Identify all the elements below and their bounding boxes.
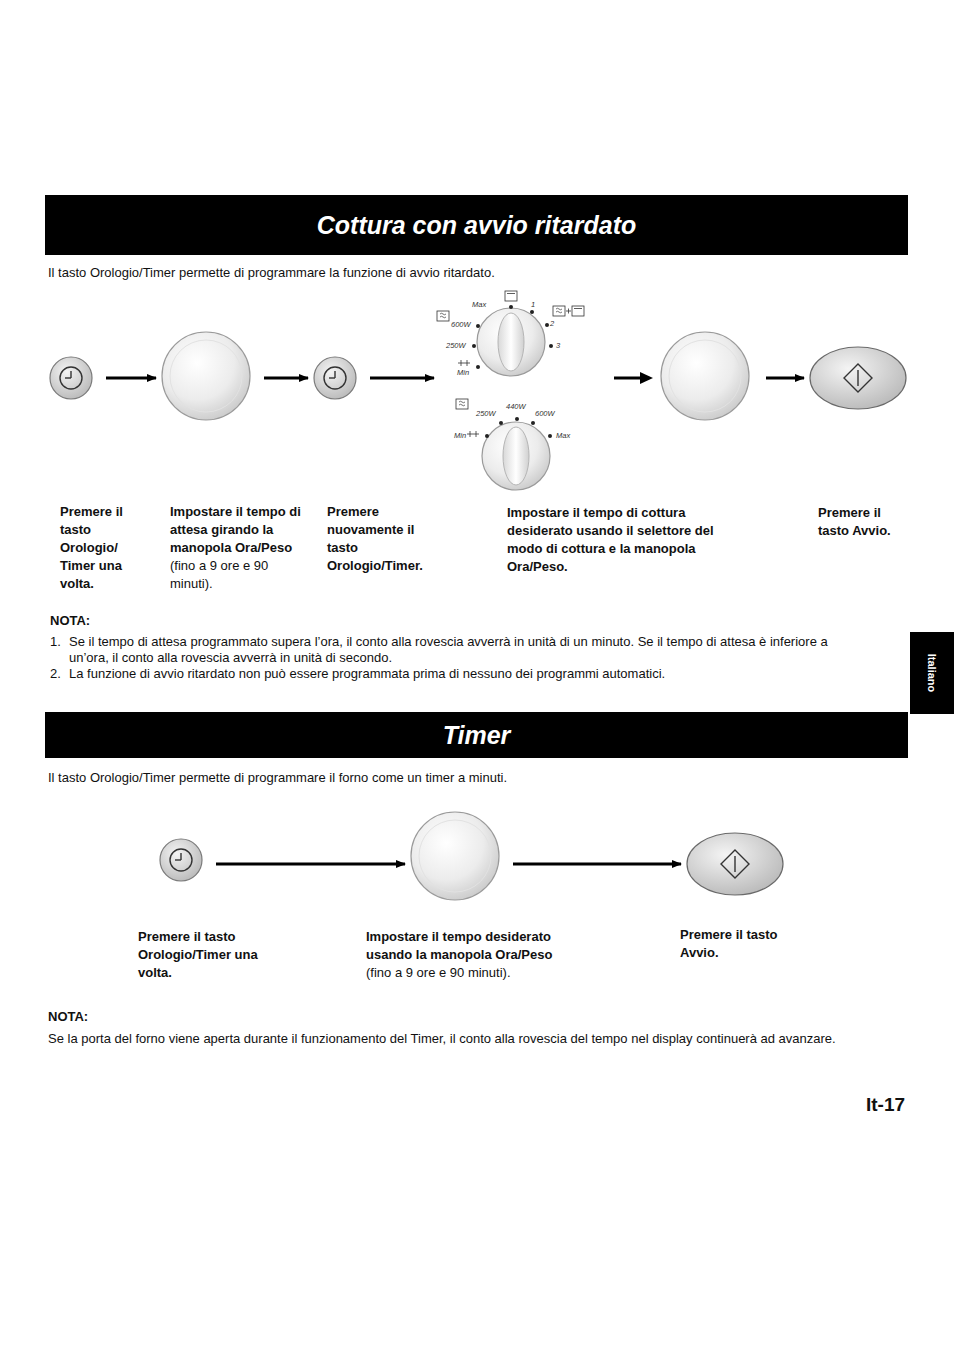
step-caption-block: Premere il tasto Avvio. [818, 504, 910, 540]
language-label: Italiano [926, 654, 938, 693]
dial-mark: 1 [531, 300, 535, 309]
step-caption: Premere il tasto Avvio. [680, 926, 800, 962]
title-band: Timer [45, 712, 908, 758]
dial-mark: 3 [556, 341, 560, 350]
step-caption: Impostare il tempo di attesa girando la … [170, 503, 312, 557]
step-arrow [216, 863, 405, 866]
body-text: Se il tempo di attesa programmato supera… [69, 634, 869, 666]
step-caption: Impostare il tempo di cottura desiderato… [507, 504, 725, 576]
step-control: Premere il tasto Orologio/Timer una volt… [160, 839, 202, 881]
dial-mark: Max [556, 431, 570, 440]
step-arrow [766, 377, 804, 380]
step-control: Impostare il tempo desiderato usando la … [411, 812, 499, 900]
note-heading: NOTA: [50, 613, 90, 629]
section-title: Cottura con avvio ritardato [317, 211, 637, 240]
dial-mark: Max [472, 300, 486, 309]
step-control: Premere il tasto Avvio. [810, 347, 906, 409]
step-caption-block: Premere nuovamente il tasto Orologio/Tim… [327, 503, 439, 575]
step-caption-block: Premere il tasto Orologio/Timer una volt… [138, 928, 263, 982]
title-band: Cottura con avvio ritardato [45, 195, 908, 255]
step-note: (fino a 9 ore e 90 minuti). [170, 557, 312, 593]
step-caption: Premere il tasto Orologio/Timer una volt… [138, 928, 263, 982]
step-caption: Premere il tasto Orologio/ Timer una vol… [60, 503, 138, 593]
dial-mark: 600W [451, 320, 471, 329]
dial-mark: 2 [550, 319, 554, 328]
step-caption: Premere il tasto Avvio. [818, 504, 910, 540]
step-arrow [370, 377, 434, 380]
dial-mark: Min [454, 431, 466, 440]
body-text: Il tasto Orologio/Timer permette di prog… [48, 770, 848, 786]
dial-mark: 250W [476, 409, 496, 418]
note-heading: It-17 [866, 1093, 905, 1117]
step-control: Impostare il tempo di cottura desiderato… [440, 290, 752, 492]
step-caption: Premere nuovamente il tasto Orologio/Tim… [327, 503, 439, 575]
step-caption: Impostare il tempo desiderato usando la … [366, 928, 586, 964]
step-control: Premere il tasto Orologio/ Timer una vol… [50, 357, 92, 399]
step-caption-block: Impostare il tempo di attesa girando la … [170, 503, 312, 593]
dial-mark: 600W [535, 409, 555, 418]
step-arrow [513, 863, 681, 866]
dial-mark: 440W [506, 402, 526, 411]
step-caption-block: Impostare il tempo desiderato usando la … [366, 928, 586, 982]
note-heading: NOTA: [48, 1009, 88, 1025]
step-control: Premere il tasto Avvio. [687, 833, 783, 895]
body-text: 1. [50, 634, 61, 650]
step-caption-block: Premere il tasto Avvio. [680, 926, 800, 962]
body-text: Se la porta del forno viene aperta duran… [48, 1030, 878, 1047]
step-control: Impostare il tempo di attesa girando la … [162, 332, 250, 420]
step-caption-block: Premere il tasto Orologio/ Timer una vol… [60, 503, 138, 593]
dial-mark: Min [457, 368, 469, 377]
step-arrow [264, 377, 308, 380]
step-control: Premere nuovamente il tasto Orologio/Tim… [314, 357, 356, 399]
dial-mark: 250W [446, 341, 466, 350]
body-text: Il tasto Orologio/Timer permette di prog… [48, 265, 848, 281]
body-text: La funzione di avvio ritardato non può e… [69, 666, 869, 682]
step-note: (fino a 9 ore e 90 minuti). [366, 964, 586, 982]
body-text: 2. [50, 666, 61, 682]
section-title: Timer [443, 721, 511, 750]
language-tab: Italiano [910, 632, 954, 714]
step-caption-block: Impostare il tempo di cottura desiderato… [507, 504, 725, 576]
step-arrow [106, 377, 156, 380]
